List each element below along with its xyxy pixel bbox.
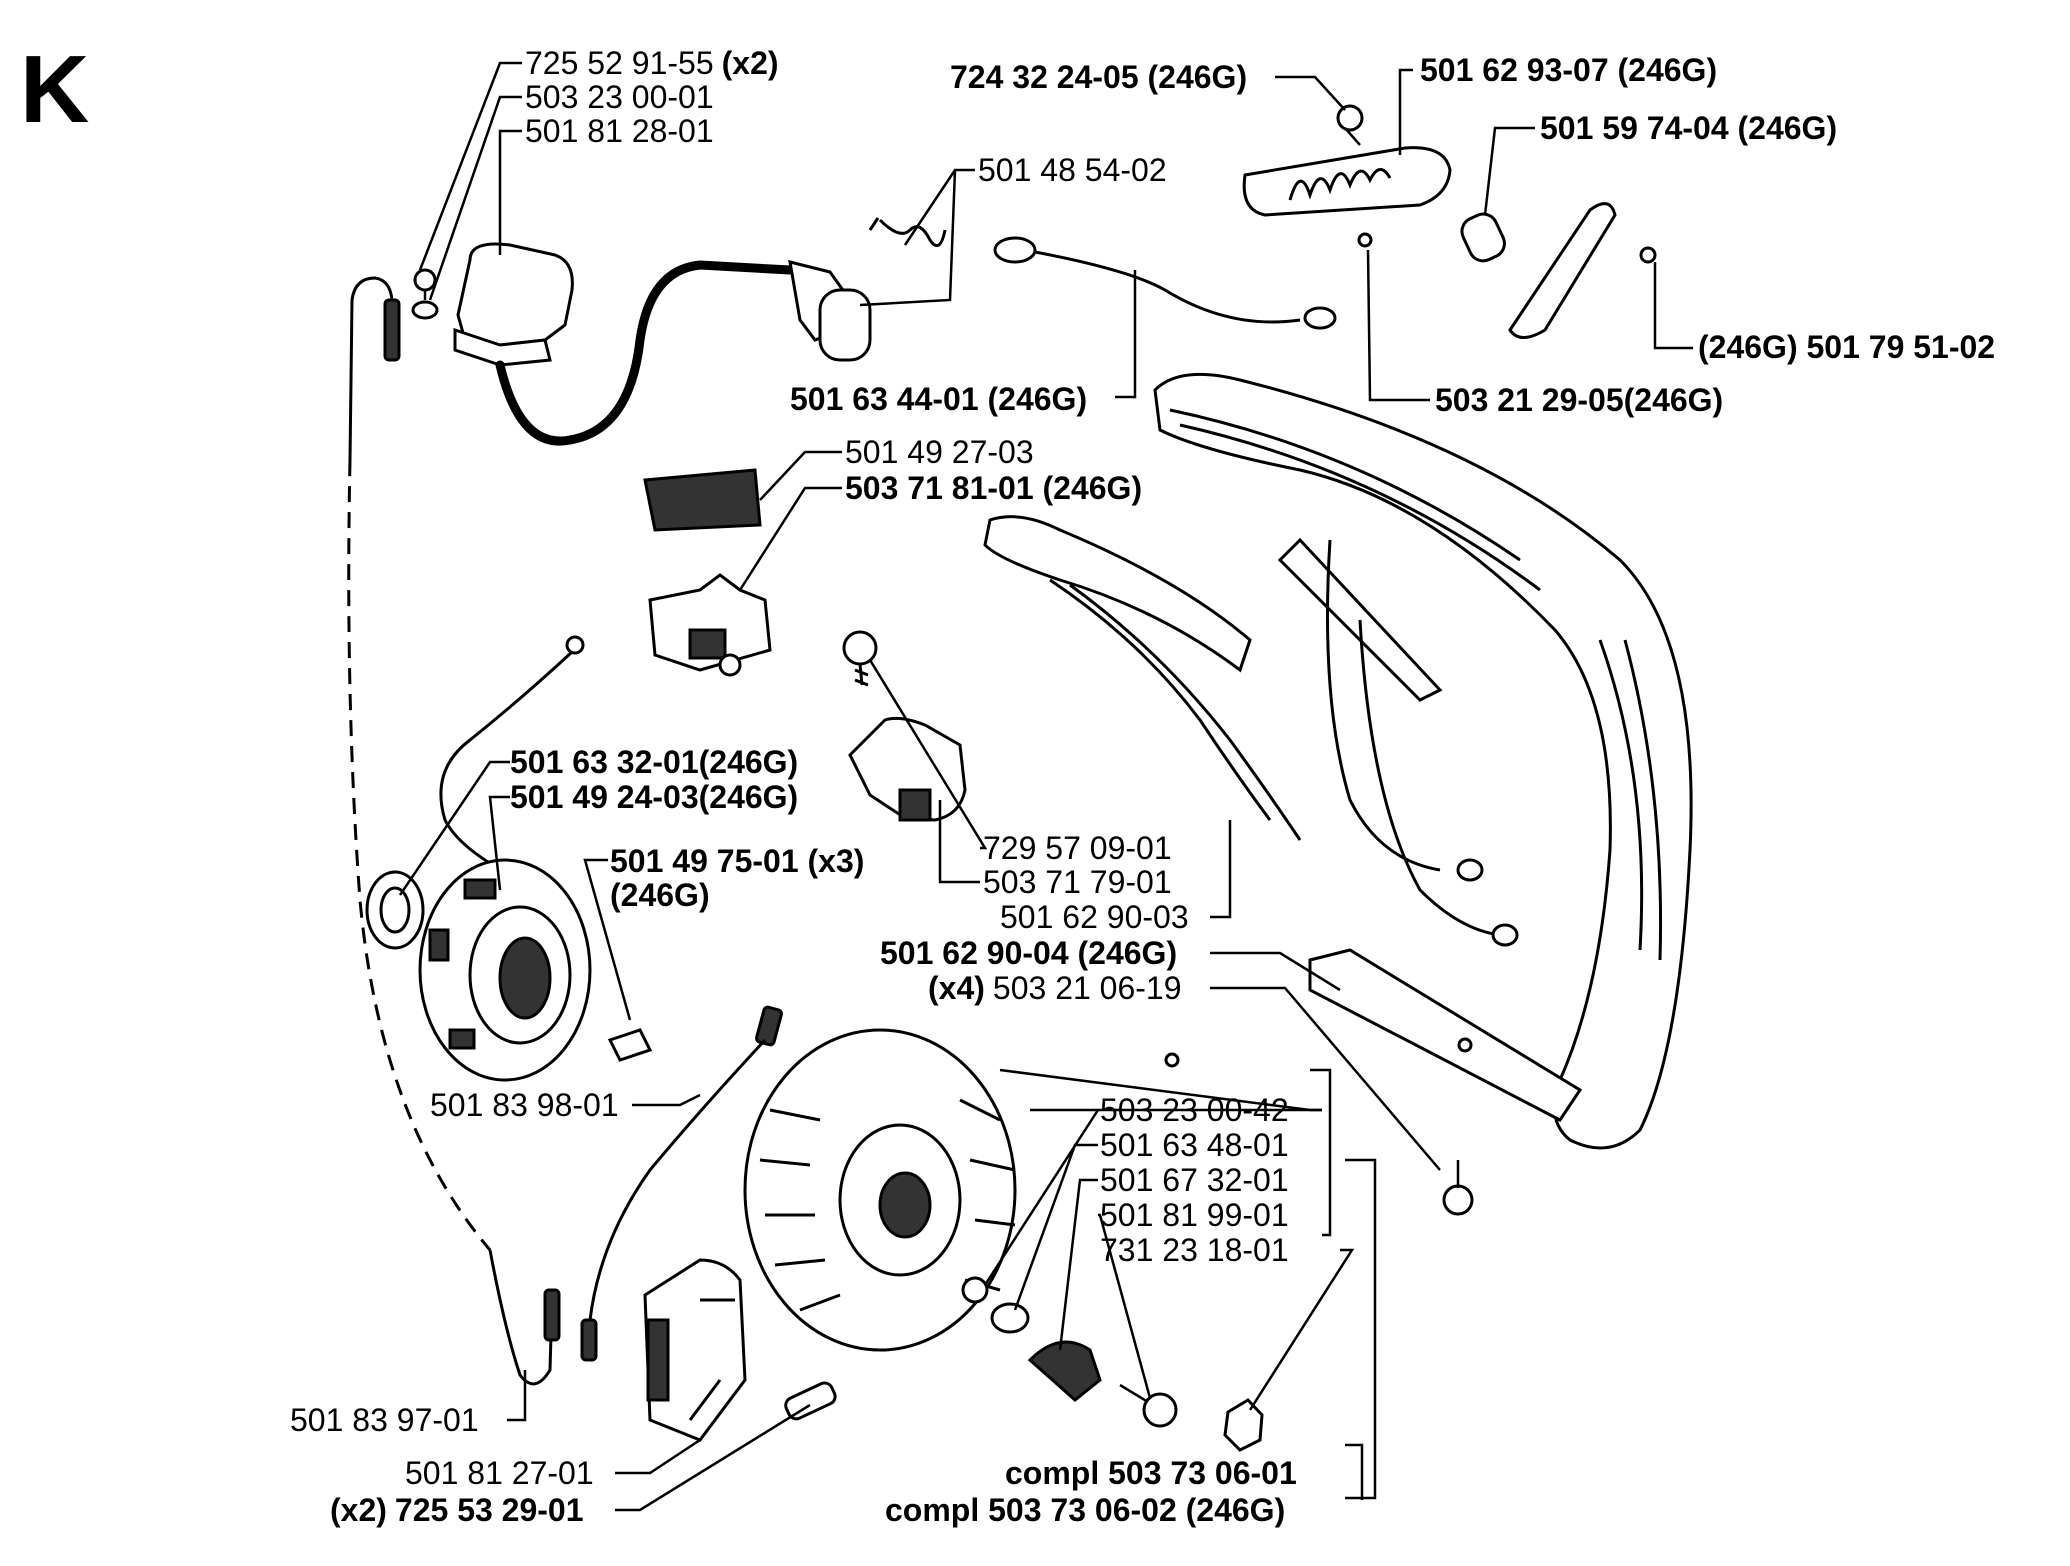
label-501-49-27-03: 501 49 27-03 [845, 434, 1034, 470]
stator [365, 858, 653, 1082]
label-compl-503-73-06-01: compl 503 73 06-01 [1005, 1455, 1297, 1491]
label-503-23-00-42: 503 23 00-42 [1100, 1092, 1289, 1128]
leader-lines [398, 61, 1693, 1512]
heat-shield [1242, 104, 1657, 339]
part-labels: 725 52 91-55(x2) 503 23 00-01 501 81 28-… [290, 45, 1995, 1528]
ignition-cover [411, 242, 574, 367]
stop-switch [842, 630, 967, 822]
label-501-83-98-01: 501 83 98-01 [430, 1087, 619, 1123]
ignition-module [643, 1052, 1180, 1442]
label-501-63-32-01: 501 63 32-01(246G) [510, 744, 798, 780]
label-501-62-90-03: 501 62 90-03 [1000, 899, 1189, 935]
label-501-49-24-03: 501 49 24-03(246G) [510, 779, 798, 815]
short-circuit-cable [580, 1005, 783, 1362]
label-501-79-51-02: (246G) 501 79 51-02 [1698, 329, 1995, 365]
label-compl-503-73-06-02: compl 503 73 06-02 (246G) [885, 1492, 1285, 1528]
flywheel [743, 1028, 1264, 1452]
label-724-32-24-05: 724 32 24-05 (246G) [950, 59, 1247, 95]
section-letter: K [20, 36, 89, 143]
label-503-21-06-19: (x4)503 21 06-19 [928, 970, 1182, 1006]
label-501-49-75-01: 501 49 75-01 (x3) [610, 843, 864, 879]
label-503-71-81-01: 503 71 81-01 (246G) [845, 470, 1142, 506]
label-501-62-90-04: 501 62 90-04 (246G) [880, 935, 1177, 971]
label-501-63-48-01: 501 63 48-01 [1100, 1127, 1289, 1163]
label-501-62-93-07: 501 62 93-07 (246G) [1420, 52, 1717, 88]
ignition-lead [495, 260, 795, 446]
label-501-67-32-01: 501 67 32-01 [1100, 1162, 1289, 1198]
label-731-23-18-01: 731 23 18-01 [1100, 1232, 1289, 1268]
label-501-81-99-01: 501 81 99-01 [1100, 1197, 1289, 1233]
label-503-71-79-01: 503 71 79-01 [983, 864, 1172, 900]
spark-plug-wire [347, 276, 561, 1386]
short-circuit-wire [993, 236, 1337, 330]
ignition-module-parts [643, 468, 772, 677]
label-725-53-29-01: (x2)725 53 29-01 [330, 1492, 584, 1528]
label-503-21-29-05: 503 21 29-05(246G) [1435, 382, 1723, 418]
spark-plug-cap [788, 217, 947, 362]
label-729-57-09-01: 729 57 09-01 [983, 830, 1172, 866]
label-501-63-44-01: 501 63 44-01 (246G) [790, 381, 1087, 417]
label-501-81-28-01: 501 81 28-01 [525, 113, 714, 149]
label-501-81-27-01: 501 81 27-01 [405, 1455, 594, 1491]
label-501-48-54-02: 501 48 54-02 [978, 152, 1167, 188]
label-725-52-91-55: 725 52 91-55(x2) [525, 45, 779, 81]
label-503-23-00-01: 503 23 00-01 [525, 79, 714, 115]
ground-wire [439, 635, 585, 882]
label-501-59-74-04: 501 59 74-04 (246G) [1540, 110, 1837, 146]
front-handle [983, 372, 1693, 1216]
label-501-83-97-01: 501 83 97-01 [290, 1402, 479, 1438]
label-501-49-75-01-variant: (246G) [610, 877, 710, 913]
